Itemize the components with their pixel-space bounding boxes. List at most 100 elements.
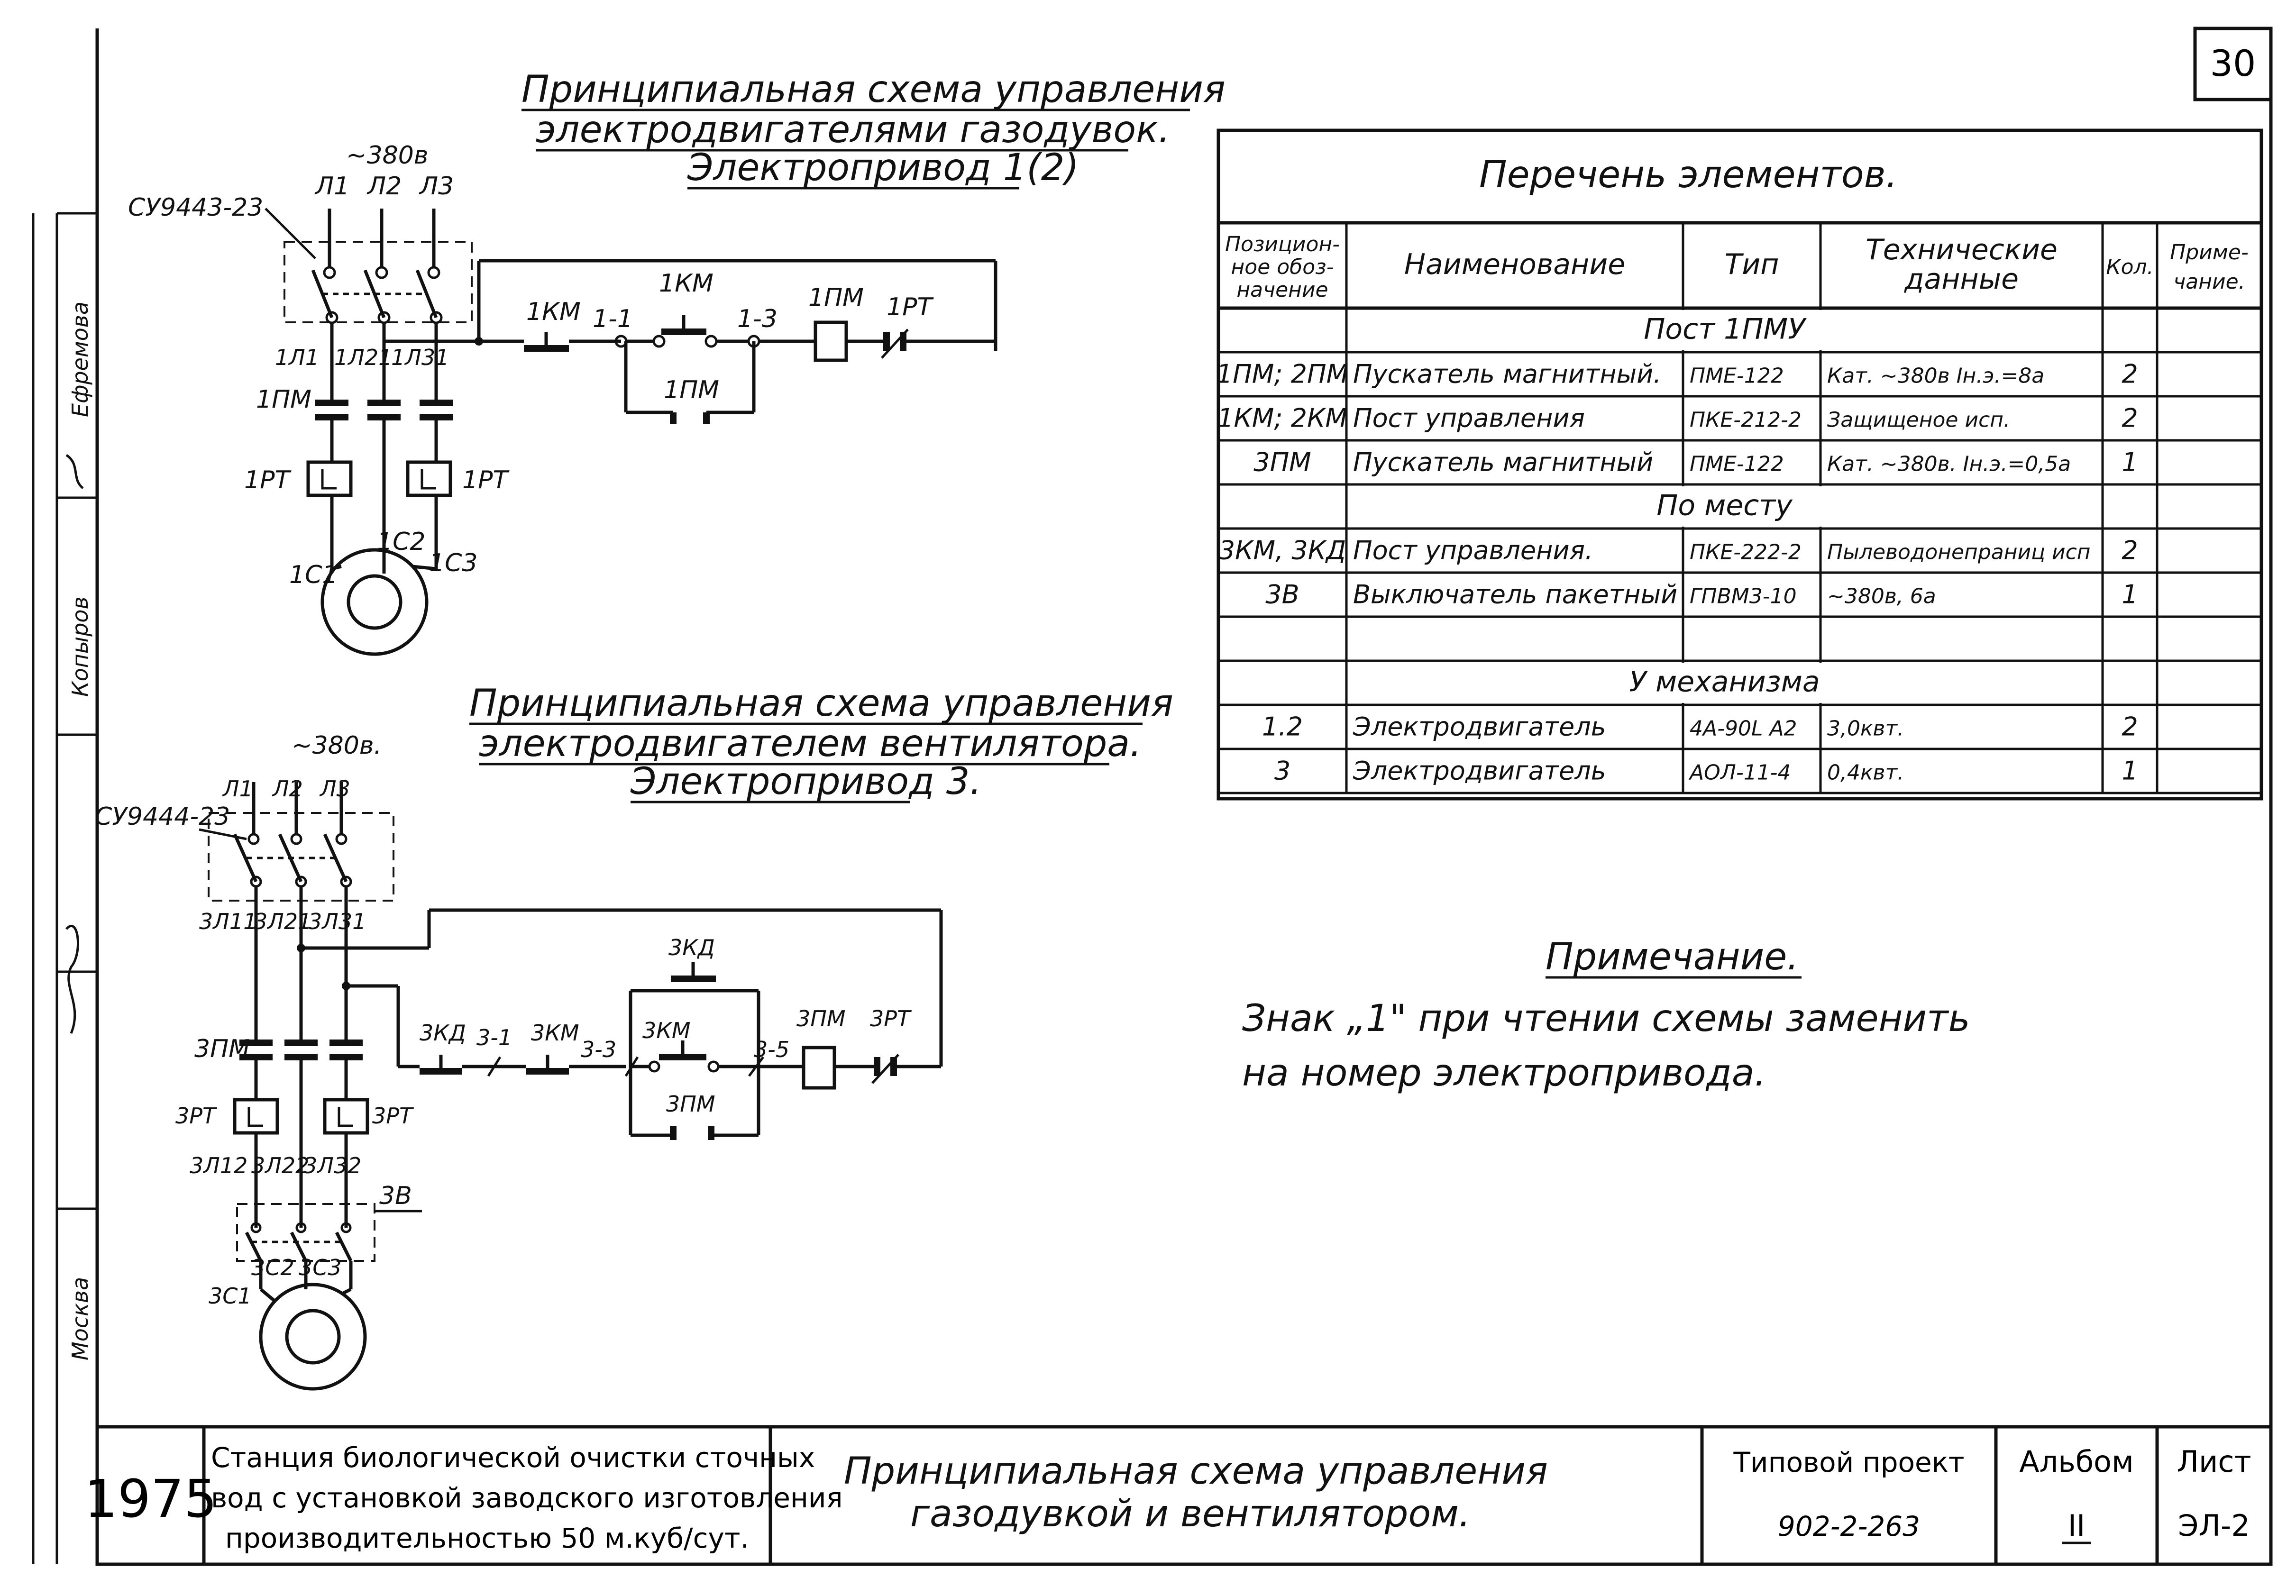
table-cell: Защищеное исп. xyxy=(1827,408,2010,432)
scheme1-node-1: 1-1 xyxy=(593,305,633,333)
scheme1-title-line1: Принципиальная схема управления xyxy=(521,68,1226,111)
table-title: Перечень элементов. xyxy=(1479,154,1897,196)
scheme1-coil xyxy=(814,320,848,362)
note: Примечание. Знак „1" при чтении схемы за… xyxy=(1242,936,1970,1094)
stamp-object-line1: Станция биологической очистки сточных xyxy=(211,1441,815,1474)
table-cell: 1 xyxy=(2122,447,2138,477)
signature-scribble-2 xyxy=(65,454,84,489)
scheme1-relay-label-2: 1РТ xyxy=(462,466,510,494)
scheme2-node-5: 3-5 xyxy=(754,1037,789,1062)
scheme1-phase-1: Л1 xyxy=(314,172,349,201)
scheme2-title-line1: Принципиальная схема управления xyxy=(469,682,1173,725)
scheme1-terminal-2: 1С2 xyxy=(377,528,425,556)
scheme2-relay-label-1: 3РТ xyxy=(175,1103,218,1129)
stamp-drawing-title-line1: Принципиальная схема управления xyxy=(844,1450,1548,1493)
stamp-project-label: Типовой проект xyxy=(1733,1446,1964,1478)
scheme1-out-3: 1Л31 xyxy=(391,345,449,370)
table-cell: ПМЕ-122 xyxy=(1690,452,1784,476)
table-cell: 1 xyxy=(2122,756,2138,786)
table-cell: 3,0квт. xyxy=(1827,717,1904,741)
stamp-year: 1975 xyxy=(84,1468,217,1529)
stamp-album-number: II xyxy=(2068,1508,2086,1543)
scheme2-relay-2 xyxy=(323,1098,369,1135)
table-header-4: Кол. xyxy=(2106,255,2153,279)
side-signature-3: Москва xyxy=(67,1277,93,1360)
scheme1-phase-3: Л3 xyxy=(419,172,454,201)
scheme2-title-line2: электродвигателем вентилятора. xyxy=(479,722,1142,765)
table-cell: 1.2 xyxy=(1262,712,1303,742)
scheme2-mid-3: 3Л32 xyxy=(303,1153,361,1178)
table-cell: 2 xyxy=(2122,712,2138,742)
stamp-project-number: 902-2-263 xyxy=(1778,1510,1920,1542)
scheme-1: Принципиальная схема управления электрод… xyxy=(128,68,1226,656)
scheme2-node-3: 3-3 xyxy=(581,1037,616,1062)
table-cell: 3КМ, 3КД xyxy=(1219,536,1346,565)
stamp-album-label: Альбом xyxy=(2019,1444,2134,1479)
table-cell: Пускатель магнитный xyxy=(1353,447,1653,477)
elements-table: Перечень элементов. Позицион-ное обоз-на… xyxy=(1217,128,2263,801)
scheme1-switch-label: СУ9443-23 xyxy=(128,193,263,222)
table-frame xyxy=(1217,128,2263,801)
sheet-number: 30 xyxy=(2210,42,2256,84)
scheme1-motor xyxy=(320,548,429,656)
stamp-sheet-label: Лист xyxy=(2177,1444,2251,1479)
table-cell: Пост управления. xyxy=(1353,536,1593,565)
signature-scribble xyxy=(65,925,79,1034)
table-header-2: Тип xyxy=(1725,248,1779,281)
scheme1-start-label: 1КМ xyxy=(659,269,713,298)
scheme-2: Принципиальная схема управления электрод… xyxy=(95,682,1173,1391)
table-cell: ~380в, 6а xyxy=(1827,584,1936,609)
table-cell: Выключатель пакетный xyxy=(1353,580,1677,610)
table-header-0: Позицион-ное обоз-начение xyxy=(1225,232,1340,302)
scheme1-relay-contact-label: 1РТ xyxy=(887,293,934,321)
scheme2-mid-1: 3Л12 xyxy=(190,1153,247,1178)
table-cell: ГПВМ3-10 xyxy=(1690,584,1797,609)
table-cell: Пылеводонепраниц исп xyxy=(1827,540,2091,565)
table-cell: 2 xyxy=(2122,403,2138,433)
table-cell: 0,4квт. xyxy=(1827,761,1904,785)
note-line-2: на номер электропривода. xyxy=(1242,1052,1766,1094)
table-cell: 1 xyxy=(2122,580,2138,610)
stamp-object-line2: вод с установкой заводского изготовления xyxy=(211,1482,842,1514)
table-cell: ПМЕ-122 xyxy=(1690,364,1784,388)
scheme2-switch-label: СУ9444-23 xyxy=(95,803,230,831)
scheme1-phase-2: Л2 xyxy=(366,172,402,201)
table-cell: Пускатель магнитный. xyxy=(1353,359,1661,389)
stamp-drawing-title-line2: газодувкой и вентилятором. xyxy=(910,1493,1471,1535)
scheme2-relay-contact-label: 3РТ xyxy=(870,1006,912,1031)
scheme2-stop-remote-label: 3КМ xyxy=(531,1020,579,1046)
scheme1-title-line3: Электропривод 1(2) xyxy=(687,146,1079,189)
scheme1-terminal-1: 1С1 xyxy=(289,561,338,589)
table-cell: Кат. ~380в. Iн.э.=0,5а xyxy=(1827,452,2071,476)
table-cell: 4А-90L А2 xyxy=(1690,717,1797,741)
scheme2-packet-switch-label: 3В xyxy=(379,1182,412,1210)
scheme1-title-line2: электродвигателями газодувок. xyxy=(536,109,1170,151)
table-cell: 1КМ; 2КМ xyxy=(1217,403,1347,433)
scheme1-holding-label: 1ПМ xyxy=(664,376,719,404)
scheme1-relay-2 xyxy=(406,460,452,497)
table-section-row: Пост 1ПМУ xyxy=(1644,313,1807,346)
table-section-row: У механизма xyxy=(1629,666,1820,699)
scheme1-coil-label: 1ПМ xyxy=(808,283,864,312)
scheme2-start-local-label: 3КД xyxy=(668,935,715,960)
table-header-1: Наименование xyxy=(1404,248,1625,281)
scheme1-contactor-label: 1ПМ xyxy=(256,385,311,414)
note-title: Примечание. xyxy=(1546,936,1799,978)
table-cell: Электродвигатель xyxy=(1353,712,1606,742)
scheme2-relay-1 xyxy=(233,1098,279,1135)
table-cell: АОЛ-11-4 xyxy=(1688,761,1791,785)
title-block: 1975 Станция биологической очистки сточн… xyxy=(84,1425,2273,1566)
scheme1-relay-label-1: 1РТ xyxy=(244,466,292,494)
scheme2-relay-label-2: 3РТ xyxy=(372,1103,414,1129)
table-cell: ПКЕ-222-2 xyxy=(1690,540,1802,565)
scheme2-start-remote-label: 3КМ xyxy=(642,1018,691,1043)
stamp-object-line3: производительностью 50 м.куб/сут. xyxy=(225,1522,749,1554)
scheme2-node-1: 3-1 xyxy=(476,1025,512,1050)
scheme2-terminal-3: 3С3 xyxy=(299,1255,342,1280)
scheme2-out-2: 3Л21 xyxy=(254,909,311,934)
title-block-frame xyxy=(95,1425,2273,1566)
side-signature-1: Ефремова xyxy=(67,301,93,417)
stamp-sheet-code: ЭЛ-2 xyxy=(2178,1508,2250,1543)
